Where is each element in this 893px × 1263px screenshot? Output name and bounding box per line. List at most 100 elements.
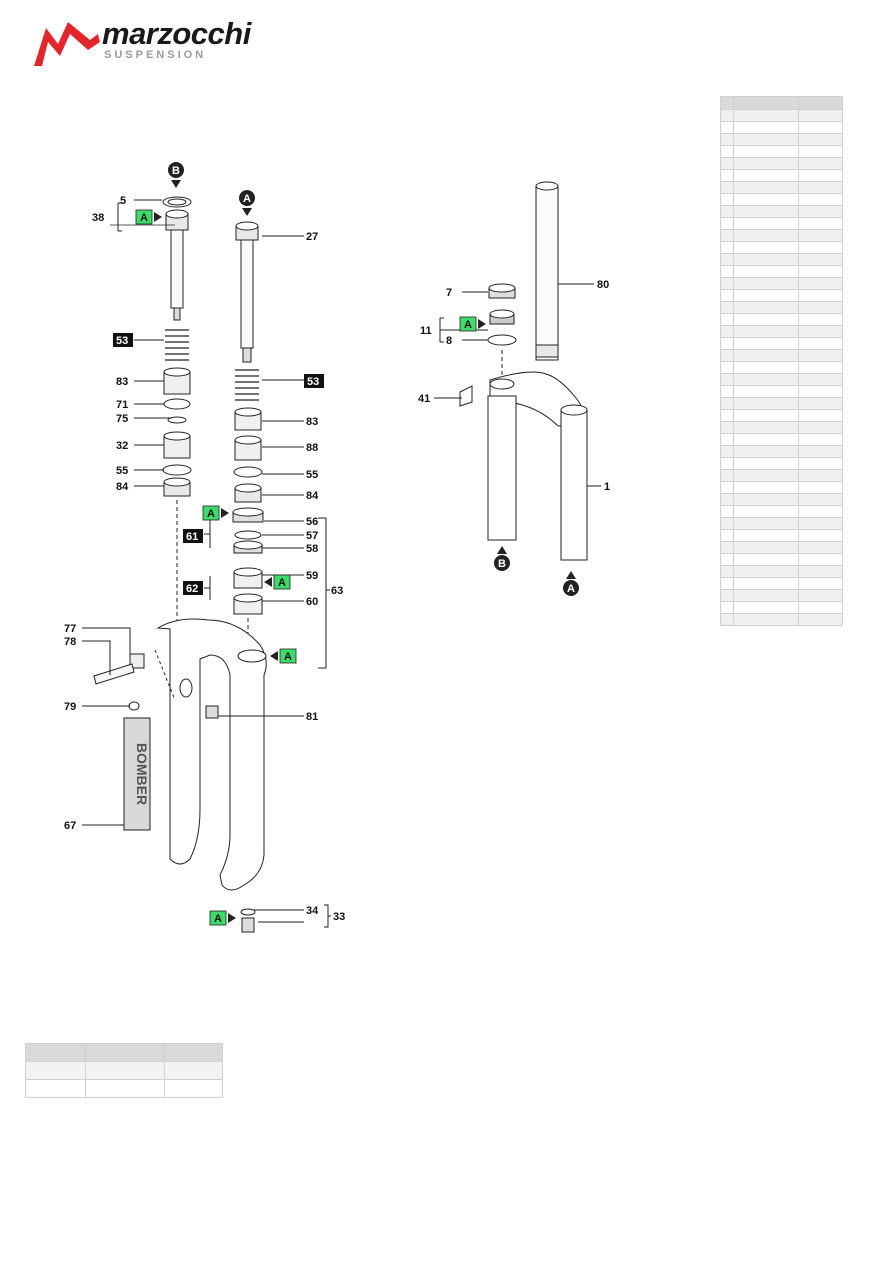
part-labels: 5 38 27 53 53 83 83 71 75 32 88 55 55 84… (64, 195, 610, 923)
part-label: 56 (306, 516, 318, 528)
part-label: 83 (116, 376, 128, 388)
part-label: 53 (307, 376, 319, 388)
table-cell (797, 217, 844, 230)
ref-b-top-label: B (172, 165, 180, 177)
table-cell (719, 181, 735, 194)
table-cell (797, 373, 844, 386)
table-cell (733, 601, 799, 614)
table-cell (24, 1079, 87, 1098)
table-row (719, 157, 844, 170)
table-cell (797, 469, 844, 482)
table-cell (797, 613, 844, 626)
table-cell (719, 349, 735, 362)
table-cell (719, 397, 735, 410)
table-row (719, 349, 844, 362)
table-cell (797, 361, 844, 374)
table-cell (733, 277, 799, 290)
decal-text: BOMBER (134, 743, 150, 805)
table-cell (733, 409, 799, 422)
table-cell (733, 96, 799, 110)
table-cell (719, 253, 735, 266)
table-cell (719, 289, 735, 302)
table-row (719, 169, 844, 182)
table-row (719, 217, 844, 230)
table-cell (163, 1079, 224, 1098)
table-cell (719, 217, 735, 230)
table-cell (719, 145, 735, 158)
table-cell (719, 313, 735, 326)
part-label: 55 (116, 465, 128, 477)
table-row (719, 325, 844, 338)
part-label: 32 (116, 440, 128, 452)
table-cell (797, 277, 844, 290)
part-label: 80 (597, 279, 609, 291)
part-label: 11 (420, 325, 432, 337)
table-cell (797, 145, 844, 158)
table-cell (797, 301, 844, 314)
table-cell (719, 265, 735, 278)
table-cell (797, 193, 844, 206)
table-row (719, 289, 844, 302)
table-cell (797, 589, 844, 602)
table-cell (797, 565, 844, 578)
table-cell (733, 613, 799, 626)
table-cell (733, 373, 799, 386)
table-cell (733, 541, 799, 554)
table-cell (719, 385, 735, 398)
table-cell (719, 157, 735, 170)
table-cell (719, 205, 735, 218)
table-cell (733, 193, 799, 206)
table-cell (733, 553, 799, 566)
table-cell (719, 589, 735, 602)
table-cell (733, 565, 799, 578)
table-cell (733, 133, 799, 146)
part-label: 83 (306, 416, 318, 428)
part-label: 33 (333, 911, 345, 923)
table-cell (797, 553, 844, 566)
table-cell (797, 601, 844, 614)
table-row (719, 301, 844, 314)
table-cell (733, 253, 799, 266)
part-label: 1 (604, 481, 610, 493)
part-label: 27 (306, 231, 318, 243)
table-cell (733, 589, 799, 602)
part-label: 84 (116, 481, 129, 493)
table-row (719, 373, 844, 386)
table-cell (797, 121, 844, 134)
table-row (719, 385, 844, 398)
table-cell (797, 265, 844, 278)
table-cell (719, 517, 735, 530)
part-label: 53 (116, 335, 128, 347)
table-cell (797, 181, 844, 194)
table-cell (719, 193, 735, 206)
table-cell (797, 109, 844, 122)
table-cell (733, 445, 799, 458)
table-cell (733, 481, 799, 494)
a-marker-icon: A (135, 209, 162, 225)
table-cell (797, 541, 844, 554)
table-row (719, 541, 844, 554)
table-cell (719, 361, 735, 374)
table-row (24, 1061, 224, 1080)
table-cell (797, 397, 844, 410)
table-cell (797, 409, 844, 422)
table-cell (797, 241, 844, 254)
table-cell (797, 157, 844, 170)
table-cell (733, 181, 799, 194)
table-row (719, 469, 844, 482)
table-cell (733, 109, 799, 122)
table-cell (797, 337, 844, 350)
table-cell (733, 337, 799, 350)
parts-table (719, 96, 844, 626)
table-row (719, 265, 844, 278)
table-row (719, 553, 844, 566)
table-row (719, 505, 844, 518)
part-label: 55 (306, 469, 318, 481)
table-cell (797, 313, 844, 326)
table-cell (719, 541, 735, 554)
table-row (719, 493, 844, 506)
table-cell (797, 96, 844, 110)
table-cell (733, 457, 799, 470)
table-row (719, 313, 844, 326)
ref-a-bottom-label: A (567, 583, 575, 595)
